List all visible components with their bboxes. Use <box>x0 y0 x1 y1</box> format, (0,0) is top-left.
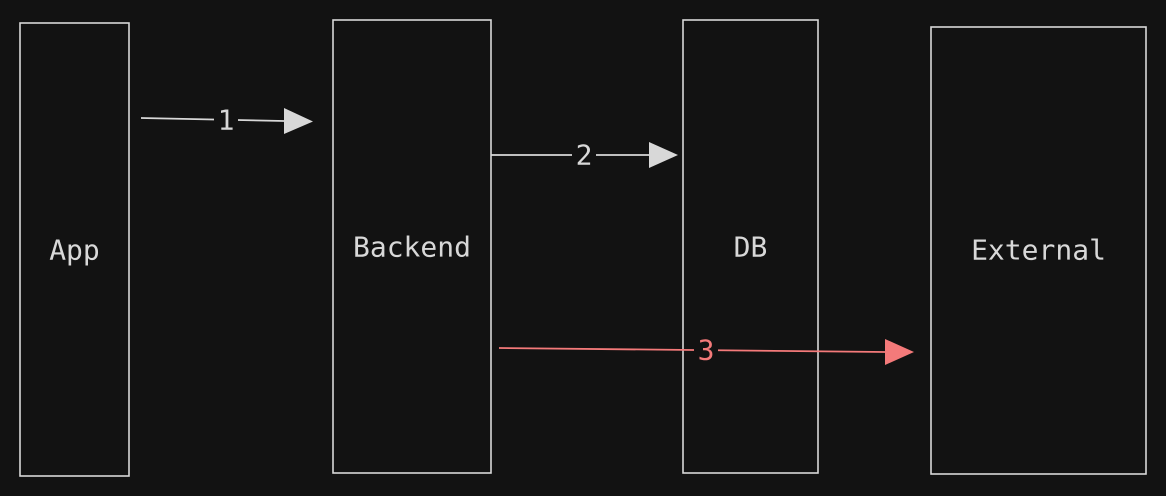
edge-1-arrowhead <box>284 108 313 134</box>
node-external[interactable]: External <box>930 26 1147 475</box>
node-backend[interactable]: Backend <box>332 19 492 474</box>
edge-backend-to-db[interactable]: 2 <box>491 139 678 172</box>
node-app[interactable]: App <box>19 22 130 477</box>
node-app-box <box>19 22 130 477</box>
node-app-label: App <box>49 234 100 267</box>
edge-backend-to-external[interactable]: 3 <box>498 334 914 367</box>
edge-1-label: 1 <box>218 104 235 137</box>
edge-app-to-backend[interactable]: 1 <box>140 104 313 137</box>
node-backend-label: Backend <box>353 231 471 264</box>
node-db-label: DB <box>734 231 768 264</box>
node-external-box <box>930 26 1147 475</box>
edge-3-label: 3 <box>698 334 715 367</box>
edge-2-arrowhead <box>649 142 678 168</box>
edge-1-label-bg <box>214 104 238 136</box>
edge-3-label-bg <box>694 334 718 366</box>
node-external-label: External <box>971 234 1106 267</box>
edge-2-label-bg <box>572 139 596 171</box>
node-backend-box <box>332 19 492 474</box>
edge-2-label: 2 <box>576 139 593 172</box>
edge-3-arrowhead <box>885 339 914 365</box>
node-db-box <box>682 19 819 474</box>
edge-1-line <box>140 117 285 122</box>
edge-3-line <box>498 347 886 353</box>
node-db[interactable]: DB <box>682 19 819 474</box>
